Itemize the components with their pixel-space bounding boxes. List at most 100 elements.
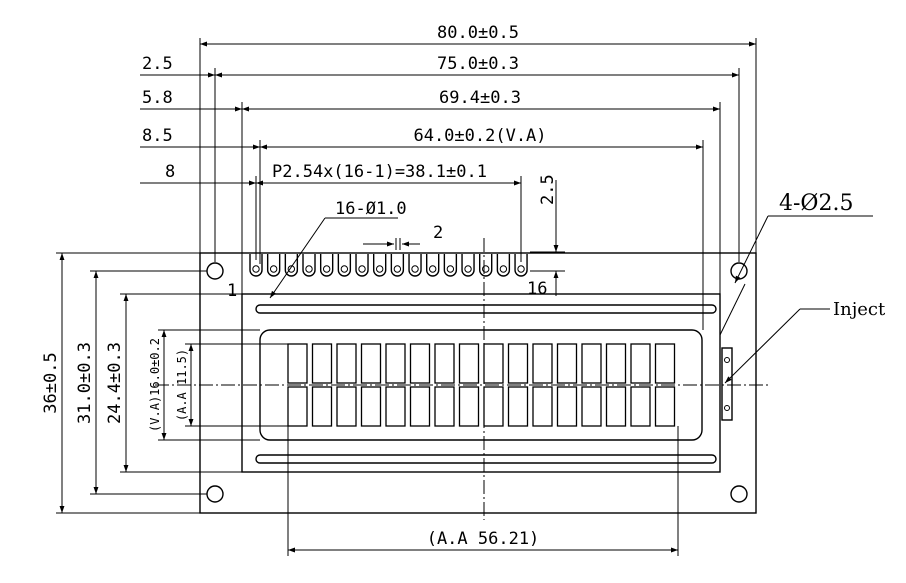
character-cell (556, 386, 578, 427)
pcb-outline (199, 252, 757, 514)
pin-hole (340, 265, 349, 273)
character-cell (654, 386, 676, 427)
pin-outline (266, 254, 281, 277)
pin-hole (322, 265, 331, 273)
label-bezel-width: 69.4±0.3 (439, 88, 521, 108)
character-cell (654, 343, 676, 384)
pin-outline (479, 254, 493, 277)
inject-tab (721, 347, 733, 421)
mount-hole-top-left (206, 262, 224, 280)
character-cell (605, 343, 627, 384)
pin-outline (408, 254, 422, 277)
mount-hole-bottom-left (206, 485, 224, 503)
character-cell (409, 386, 431, 427)
character-cell (360, 343, 382, 384)
top-slot (255, 304, 717, 314)
pin-outline (426, 254, 440, 277)
label-overall-height: 36±0.5 (41, 352, 61, 413)
pin-hole (411, 265, 419, 273)
connector-pins (249, 254, 528, 277)
character-cell (532, 343, 553, 384)
mount-hole-bottom-right (730, 485, 748, 503)
label-offset-2-5: 2.5 (142, 54, 173, 74)
pin-hole (269, 265, 278, 273)
character-cell (336, 343, 357, 384)
character-cell (605, 386, 627, 427)
character-cell (507, 386, 529, 427)
mount-hole-leader (719, 215, 873, 336)
label-pin-height: 2.5 (538, 174, 558, 205)
pin-outline (302, 254, 316, 277)
pin-outline (514, 254, 528, 277)
top-extension-lines (199, 38, 757, 330)
pin-hole (287, 265, 296, 273)
pin-outline (496, 254, 511, 277)
pin-outline (372, 254, 387, 277)
character-cell (556, 343, 578, 384)
pin-hole (464, 265, 472, 273)
pin-hole (305, 265, 313, 273)
label-active-height: (A.A 11.5) (175, 349, 189, 421)
label-pin-spacing: 2 (433, 223, 443, 243)
character-cell (434, 343, 455, 384)
label-offset-5-8: 5.8 (142, 88, 173, 108)
character-cell (581, 386, 602, 427)
pin-outline (355, 254, 369, 277)
character-cell (483, 386, 504, 427)
character-cell (409, 343, 431, 384)
inject-dot-bottom (724, 405, 730, 411)
character-cell (385, 343, 406, 384)
label-mount-holes: 4-Ø2.5 (779, 191, 853, 216)
pin-height-dim (530, 180, 565, 296)
pin-hole (375, 265, 384, 273)
pin-outline (319, 254, 334, 277)
character-cell (311, 343, 333, 384)
pin-outline (337, 254, 352, 277)
inject-dot-top (724, 357, 730, 363)
label-viewing-width: 64.0±0.2(V.A) (413, 126, 546, 146)
label-active-width: (A.A 56.21) (427, 529, 540, 549)
character-cell (581, 343, 602, 384)
pin-outline (443, 254, 458, 277)
pin-hole (252, 265, 260, 273)
pin-hole-leader (269, 217, 398, 299)
character-cell (360, 386, 382, 427)
character-cell (336, 386, 357, 427)
character-cell (630, 343, 651, 384)
pin-hole (517, 265, 525, 273)
character-cell (483, 343, 504, 384)
centerlines (155, 238, 770, 520)
character-cell (507, 343, 529, 384)
pin-hole (446, 265, 455, 273)
label-pin-first: 1 (227, 281, 237, 301)
character-cell (287, 343, 308, 384)
pin-hole (393, 265, 402, 273)
pin-hole (358, 265, 366, 273)
label-bezel-height: 24.4±0.3 (105, 342, 125, 424)
label-hole-pitch-height: 31.0±0.3 (75, 342, 95, 424)
label-pin-last: 16 (527, 279, 547, 299)
character-cell (385, 386, 406, 427)
character-cell (458, 386, 480, 427)
pin-outline (461, 254, 475, 277)
pin-spacing-dim (363, 238, 420, 250)
bezel-outline (241, 293, 721, 473)
pin-hole (499, 265, 508, 273)
character-cell (434, 386, 455, 427)
pin-hole (429, 265, 437, 273)
pin-outline (390, 254, 405, 277)
label-pin-pitch: P2.54x(16-1)=38.1±0.1 (272, 162, 487, 182)
mount-hole-top-right (730, 262, 748, 280)
label-offset-8: 8 (165, 162, 175, 182)
label-overall-width: 80.0±0.5 (437, 23, 519, 43)
bottom-slot (255, 454, 717, 464)
inject-leader (724, 308, 830, 384)
pin-hole (482, 265, 490, 273)
inject-tab-body (721, 347, 733, 421)
left-extension-lines (56, 252, 288, 514)
character-cell (311, 386, 333, 427)
label-pin-holes: 16-Ø1.0 (335, 199, 407, 219)
character-cells (287, 343, 676, 427)
left-dimension-lines (59, 253, 194, 513)
